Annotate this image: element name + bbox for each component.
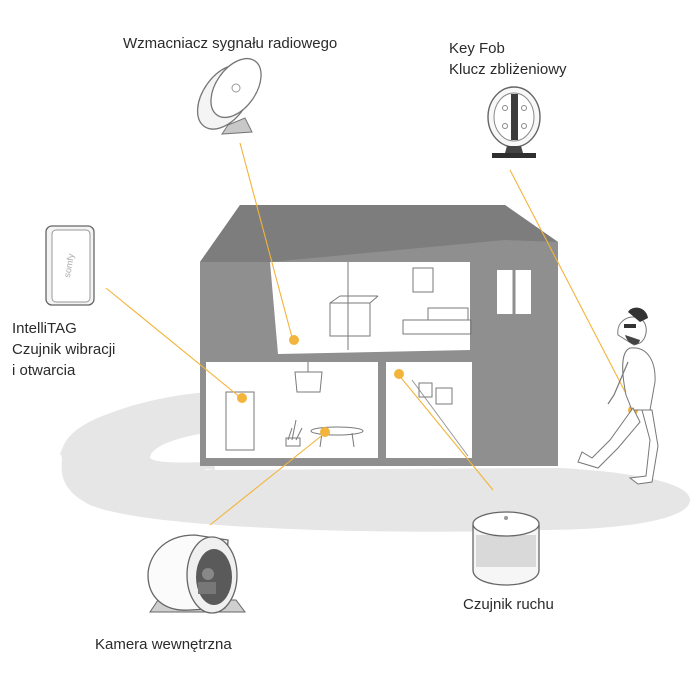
dot-camera bbox=[320, 427, 330, 437]
signal-booster-device bbox=[196, 57, 262, 135]
indoor-camera-text: Kamera wewnętrzna bbox=[95, 636, 232, 653]
attic-room bbox=[270, 262, 472, 354]
keyfob-device bbox=[487, 86, 541, 158]
indoor-camera-device bbox=[147, 534, 246, 614]
intellitag-device: somfy bbox=[45, 225, 95, 306]
intellitag-subtitle-1: Czujnik wibracji bbox=[12, 341, 116, 358]
keyfob-subtitle: Klucz zbliżeniowy bbox=[449, 61, 567, 78]
keyfob-label: Key Fob Klucz zbliżeniowy bbox=[449, 38, 567, 80]
motion-sensor-text: Czujnik ruchu bbox=[463, 596, 554, 613]
dot-signal-booster bbox=[289, 335, 299, 345]
intellitag-title: IntelliTAG bbox=[12, 320, 77, 337]
intellitag-label: IntelliTAG Czujnik wibracji i otwarcia bbox=[12, 318, 115, 381]
living-room bbox=[206, 362, 378, 458]
dot-motion-sensor bbox=[394, 369, 404, 379]
connector-lines bbox=[105, 142, 635, 526]
house bbox=[200, 205, 558, 466]
indoor-camera-label: Kamera wewnętrzna bbox=[95, 634, 232, 655]
intellitag-subtitle-2: i otwarcia bbox=[12, 362, 76, 379]
house-window bbox=[497, 270, 531, 314]
motion-sensor-label: Czujnik ruchu bbox=[463, 594, 554, 615]
dot-intellitag bbox=[237, 393, 247, 403]
motion-sensor-device bbox=[472, 511, 540, 586]
signal-booster-text: Wzmacniacz sygnału radiowego bbox=[123, 35, 338, 52]
ground-path bbox=[60, 392, 690, 532]
somfy-logo: somfy bbox=[62, 252, 76, 278]
walking-person bbox=[577, 307, 659, 485]
keyfob-title: Key Fob bbox=[449, 40, 505, 57]
signal-booster-label: Wzmacniacz sygnału radiowego bbox=[123, 33, 337, 54]
